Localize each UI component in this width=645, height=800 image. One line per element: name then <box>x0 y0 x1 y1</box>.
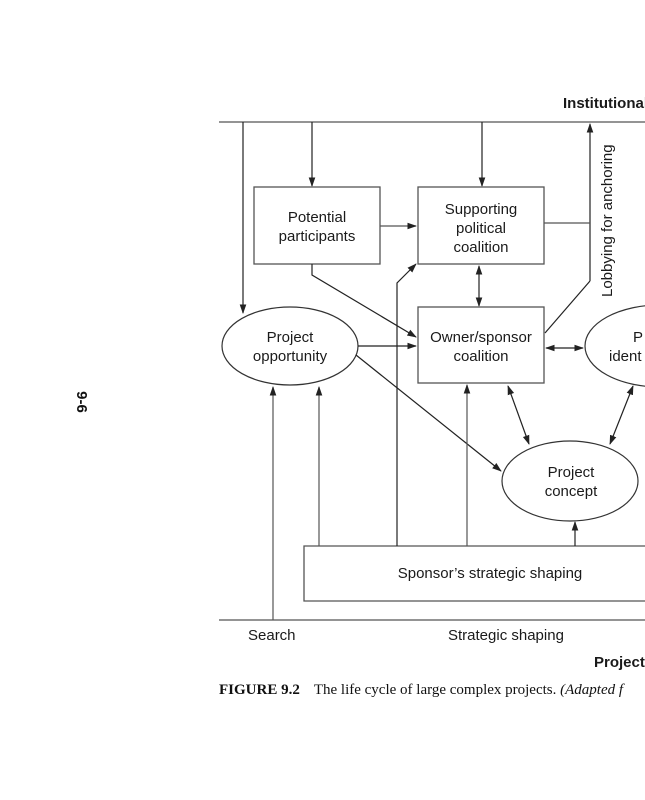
node-sponsor-strategic-shaping: Sponsor’s strategic shaping <box>303 545 645 602</box>
arrow-opportunity-to-concept <box>355 354 502 472</box>
svg-text:concept: concept <box>545 483 598 500</box>
phase-label-search: Search <box>248 627 296 644</box>
svg-text:Project: Project <box>548 464 596 481</box>
institutional-band-label: Institutional <box>563 95 645 112</box>
node-project-identification: P ident <box>584 305 645 387</box>
svg-text:coalition: coalition <box>453 348 508 365</box>
arrow-owner-concept <box>507 385 530 445</box>
node-owner-sponsor-coalition: Owner/sponsor coalition <box>417 306 545 384</box>
phase-label-strategic-shaping: Strategic shaping <box>448 627 564 644</box>
node-project-concept: Project concept <box>501 440 639 522</box>
svg-text:political: political <box>456 220 506 237</box>
line-owner-to-lobbying <box>544 280 591 334</box>
arrow-identification-concept <box>609 385 634 445</box>
svg-text:P: P <box>633 329 643 346</box>
svg-text:Project: Project <box>267 329 315 346</box>
caption-attribution: (Adapted f <box>560 682 624 698</box>
svg-text:Potential: Potential <box>288 209 346 226</box>
figure-caption: FIGURE 9.2 The life cycle of large comple… <box>219 682 623 699</box>
svg-text:participants: participants <box>279 228 356 245</box>
svg-text:coalition: coalition <box>453 239 508 256</box>
svg-text:Sponsor’s strategic shaping: Sponsor’s strategic shaping <box>398 565 583 582</box>
caption-text: The life cycle of large complex projects… <box>313 682 561 698</box>
svg-text:Supporting: Supporting <box>445 201 518 218</box>
svg-text:Owner/sponsor: Owner/sponsor <box>430 329 532 346</box>
figure-label: FIGURE 9.2 <box>219 682 300 698</box>
node-potential-participants: Potential participants <box>253 186 381 265</box>
svg-text:opportunity: opportunity <box>253 348 328 365</box>
svg-text:ident: ident <box>609 348 642 365</box>
arrow-shaping-to-coalition <box>396 263 417 546</box>
node-project-opportunity: Project opportunity <box>221 306 359 386</box>
node-supporting-political-coalition: Supporting political coalition <box>417 186 545 265</box>
lobbying-label: Lobbying for anchoring <box>599 144 616 297</box>
project-band-label: Project <box>594 654 645 671</box>
arrow-participants-to-owner <box>311 264 417 338</box>
